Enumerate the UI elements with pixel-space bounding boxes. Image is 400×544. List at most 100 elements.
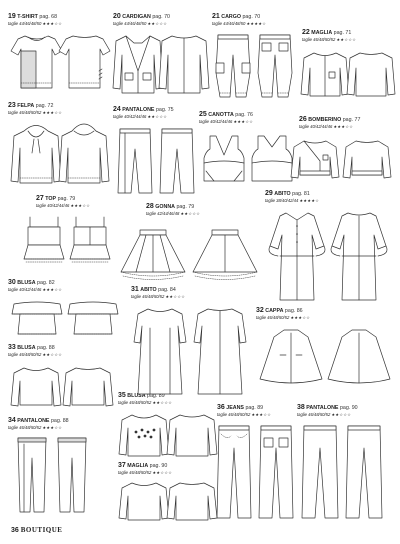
item-number: 23: [8, 102, 16, 109]
item-22: 22 MAGLIA pag. 71 taglie 46/48/50/52 ★★☆…: [302, 29, 357, 42]
item-page: pag. 81: [292, 191, 310, 197]
pantalone-34-drawing: [17, 437, 87, 513]
item-35: 35 BLUSA pag. 89 taglie 46/48/50/52 ★★☆☆…: [118, 392, 173, 405]
item-page: pag. 88: [37, 345, 55, 351]
item-26: 26 BOMBERINO pag. 77 taglie 40/42/44/46 …: [299, 116, 360, 129]
item-name: BLUSA: [127, 393, 146, 399]
item-number: 38: [297, 404, 305, 411]
item-sizes: taglie 46/48/50/52: [118, 470, 152, 475]
item-page: pag. 84: [158, 287, 176, 293]
item-sizes: taglie 44/46/48/50: [8, 21, 42, 26]
abito-29-drawing: [268, 212, 388, 301]
item-name: GONNA: [155, 204, 175, 210]
item-name: PANTALONE: [306, 405, 339, 411]
difficulty-stars: ★★★★☆: [299, 198, 320, 203]
difficulty-stars: ★★☆☆☆: [152, 400, 173, 405]
difficulty-stars: ★★☆☆☆: [147, 21, 168, 26]
item-name: BLUSA: [17, 345, 36, 351]
blusa-30-drawing: [11, 301, 119, 335]
item-21: 21 CARGO pag. 70 taglie 44/46/48/50 ★★★★…: [212, 13, 266, 26]
item-page: pag. 76: [235, 112, 253, 118]
blusa-33-drawing: [10, 367, 114, 407]
item-page: pag. 90: [339, 405, 358, 411]
difficulty-stars: ★★☆☆☆: [165, 294, 186, 299]
difficulty-stars: ★★★☆☆: [70, 203, 91, 208]
item-page: pag. 75: [155, 107, 174, 113]
item-number: 33: [8, 344, 16, 351]
item-name: MAGLIA: [127, 463, 149, 469]
difficulty-stars: ★★☆☆☆: [180, 211, 201, 216]
difficulty-stars: ★★★☆☆: [251, 412, 272, 417]
difficulty-stars: ★★☆☆☆: [336, 37, 357, 42]
item-name: ABITO: [140, 287, 157, 293]
item-34: 34 PANTALONE pag. 88 taglie 46/48/50/52 …: [8, 417, 69, 430]
item-number: 32: [256, 307, 264, 314]
item-page: pag. 82: [37, 280, 55, 286]
item-number: 34: [8, 417, 16, 424]
difficulty-stars: ★★☆☆☆: [331, 412, 352, 417]
item-number: 27: [36, 195, 44, 202]
blusa-35-drawing: [118, 414, 218, 457]
item-24: 24 PANTALONE pag. 75 taglie 40/42/44/46 …: [113, 106, 174, 119]
item-name: PANTALONE: [17, 418, 50, 424]
cappa-drawing: [259, 329, 391, 384]
difficulty-stars: ★★★☆☆: [42, 287, 63, 292]
pantalone-24-drawing: [117, 128, 195, 194]
top-drawing: [23, 216, 111, 263]
item-37: 37 MAGLIA pag. 90 taglie 46/48/50/52 ★★☆…: [118, 462, 172, 475]
item-number: 31: [131, 286, 139, 293]
pantalone-38-drawing: [301, 425, 383, 519]
item-page: pag. 90: [149, 463, 168, 469]
item-name: ABITO: [274, 191, 291, 197]
magazine-logo: BOUTIQUE: [20, 526, 63, 534]
cargo-pants-drawing: [215, 34, 293, 98]
page-footer: 36 BOUTIQUE: [11, 526, 62, 534]
jeans-drawing: [216, 425, 294, 519]
item-number: 28: [146, 203, 154, 210]
item-28: 28 GONNA pag. 79 taglie 42/44/46/48 ★★☆☆…: [146, 203, 201, 216]
item-sizes: taglie 40/42/44/46: [199, 119, 233, 124]
gonna-drawing: [120, 229, 258, 280]
item-page: pag. 79: [57, 196, 76, 202]
item-name: BLUSA: [17, 280, 36, 286]
bomberino-drawing: [290, 140, 392, 179]
item-sizes: taglie 44/46/48/50: [113, 21, 147, 26]
item-sizes: taglie 40/42/44/46: [299, 124, 333, 129]
item-number: 21: [212, 13, 220, 20]
item-name: CARGO: [221, 14, 241, 20]
maglia-37-drawing: [118, 482, 218, 521]
item-32: 32 CAPPA pag. 86 taglie 46/48/50/52 ★★★☆…: [256, 307, 311, 320]
page-number: 36: [11, 527, 19, 534]
item-page: pag. 68: [39, 14, 58, 20]
maglia-drawing: [300, 52, 396, 97]
item-number: 37: [118, 462, 126, 469]
item-page: pag. 89: [147, 393, 165, 399]
item-number: 29: [265, 190, 273, 197]
item-number: 36: [217, 404, 225, 411]
difficulty-stars: ★★★☆☆: [333, 124, 354, 129]
canotta-drawing: [203, 135, 293, 182]
difficulty-stars: ★★★☆☆: [42, 110, 63, 115]
item-page: pag. 88: [50, 418, 69, 424]
difficulty-stars: ★★★☆☆: [290, 315, 311, 320]
abito-31-drawing: [133, 308, 247, 395]
item-29: 29 ABITO pag. 81 taglie 38/40/42/44 ★★★★…: [265, 190, 320, 203]
item-page: pag. 89: [245, 405, 264, 411]
item-33: 33 BLUSA pag. 88 taglie 46/48/50/52 ★★☆☆…: [8, 344, 62, 357]
item-sizes: taglie 46/48/50/52: [302, 37, 336, 42]
item-27: 27 TOP pag. 79 taglie 40/42/44/46 ★★★☆☆: [36, 195, 91, 208]
item-sizes: taglie 46/48/50/52: [256, 315, 290, 320]
cardigan-drawing: [112, 35, 210, 94]
item-38: 38 PANTALONE pag. 90 taglie 46/48/50/52 …: [297, 404, 358, 417]
item-name: TOP: [45, 196, 57, 202]
item-name: MAGLIA: [311, 30, 333, 36]
item-sizes: taglie 46/48/50/52: [118, 400, 152, 405]
item-number: 19: [8, 13, 16, 20]
item-sizes: taglie 46/48/50/52: [131, 294, 165, 299]
item-sizes: taglie 46/48/50/52: [8, 425, 42, 430]
difficulty-stars: ★★★☆☆: [42, 21, 63, 26]
item-23: 23 FELPA pag. 72 taglie 46/48/50/52 ★★★☆…: [8, 102, 63, 115]
item-number: 35: [118, 392, 126, 399]
item-page: pag. 70: [152, 14, 170, 20]
item-name: BOMBERINO: [308, 117, 342, 123]
